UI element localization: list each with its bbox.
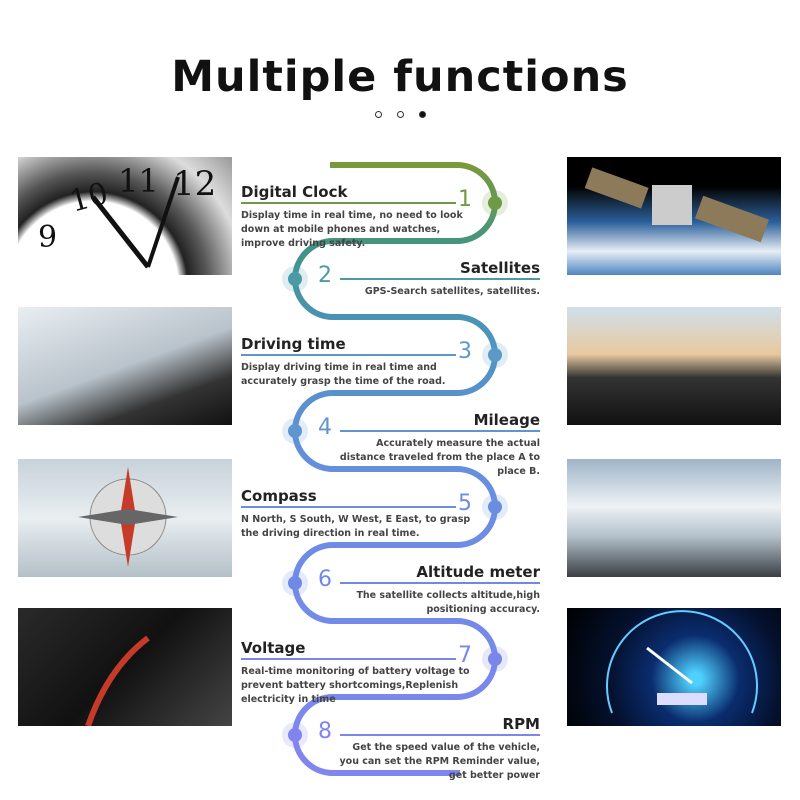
feature-digital-clock: Digital Clock Display time in real time,… <box>241 183 471 251</box>
feature-satellites: Satellites GPS-Search satellites, satell… <box>330 259 540 299</box>
svg-text:11: 11 <box>118 162 159 200</box>
satellite-image <box>567 157 781 275</box>
feature-title: Digital Clock <box>241 183 348 201</box>
divider <box>241 202 456 204</box>
node-dot <box>288 424 302 438</box>
dot <box>375 111 382 118</box>
divider <box>340 734 540 736</box>
feature-driving-time: Driving time Display driving time in rea… <box>241 335 471 389</box>
feature-description: Get the speed value of the vehicle, you … <box>339 741 540 781</box>
feature-description: Display driving time in real time and ac… <box>241 361 446 387</box>
feature-title: Mileage <box>473 411 540 429</box>
feature-number: 2 <box>318 263 332 288</box>
divider <box>340 582 540 584</box>
feature-number: 7 <box>458 643 472 668</box>
mountain-road-image <box>567 459 781 577</box>
feature-number: 3 <box>458 339 472 364</box>
feature-title: Satellites <box>460 259 540 277</box>
speedometer-image <box>567 608 781 726</box>
divider <box>241 506 456 508</box>
feature-title: Compass <box>241 487 317 505</box>
node-dot <box>488 196 502 210</box>
feature-description: N North, S South, W West, E East, to gra… <box>241 513 471 539</box>
feature-title: Driving time <box>241 335 346 353</box>
compass-image <box>18 459 232 577</box>
feature-description: The satellite collects altitude,high pos… <box>356 589 540 615</box>
divider <box>241 354 456 356</box>
highway-driving-image <box>567 307 781 425</box>
pagination-dots <box>375 111 426 118</box>
feature-number: 4 <box>318 415 332 440</box>
divider <box>241 658 456 660</box>
feature-title: Altitude meter <box>416 563 540 581</box>
svg-text:9: 9 <box>38 220 57 255</box>
feature-altitude-meter: Altitude meter The satellite collects al… <box>330 563 540 617</box>
battery-image <box>18 608 232 726</box>
feature-rpm: RPM Get the speed value of the vehicle, … <box>330 715 540 783</box>
page-title: Multiple functions <box>171 52 629 102</box>
feature-description: GPS-Search satellites, satellites. <box>364 285 540 297</box>
steering-wheel-image <box>18 307 232 425</box>
feature-voltage: Voltage Real-time monitoring of battery … <box>241 639 471 707</box>
divider <box>340 278 540 280</box>
node-dot <box>288 272 302 286</box>
feature-title: Voltage <box>241 639 306 657</box>
feature-description: Accurately measure the actual distance t… <box>339 437 540 477</box>
feature-number: 6 <box>318 567 332 592</box>
feature-description: Display time in real time, no need to lo… <box>241 209 463 249</box>
feature-mileage: Mileage Accurately measure the actual di… <box>330 411 540 479</box>
node-dot <box>288 728 302 742</box>
svg-text:12: 12 <box>173 164 216 204</box>
feature-compass: Compass N North, S South, W West, E East… <box>241 487 471 541</box>
feature-number: 1 <box>458 187 472 212</box>
node-dot <box>488 500 502 514</box>
node-dot <box>488 652 502 666</box>
node-dot <box>288 576 302 590</box>
dot-active <box>419 111 426 118</box>
feature-title: RPM <box>502 715 540 733</box>
feature-description: Real-time monitoring of battery voltage … <box>241 665 470 705</box>
divider <box>340 430 540 432</box>
feature-number: 8 <box>318 719 332 744</box>
dot <box>397 111 404 118</box>
node-dot <box>488 348 502 362</box>
feature-number: 5 <box>458 491 472 516</box>
